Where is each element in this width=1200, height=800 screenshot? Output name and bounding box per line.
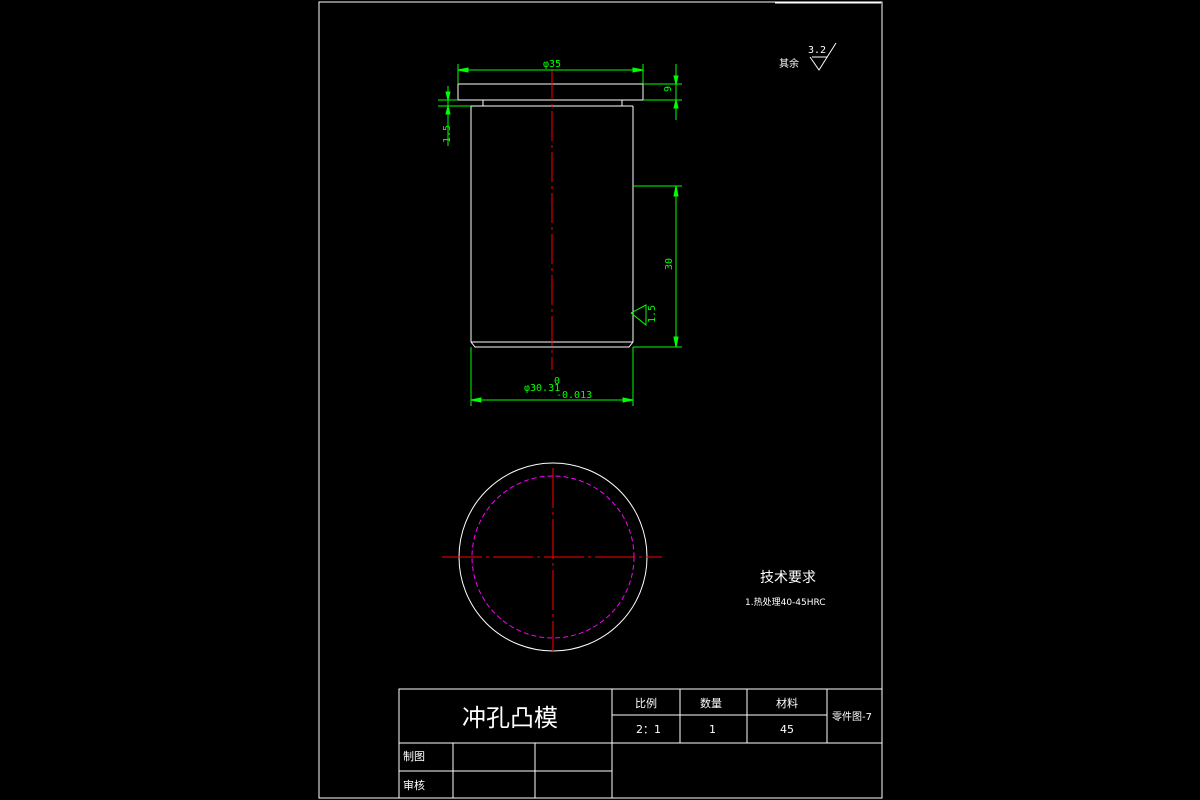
tech-req-title: 技术要求 <box>760 570 816 586</box>
scale-value: 2：1 <box>636 723 661 736</box>
dim-body-diameter: φ30.31 <box>524 383 560 394</box>
scale-label: 比例 <box>635 696 657 710</box>
dimension-texts: φ35 9 1.5 30 1.5 φ30.31 0 -0.013 <box>442 59 675 401</box>
drawing-number: 零件图-7 <box>832 711 872 723</box>
tech-req-item-1: 1.热处理40-45HRC <box>745 596 826 608</box>
front-dimensions <box>438 64 682 406</box>
body-bottom <box>470 341 634 348</box>
title-block <box>398 688 883 799</box>
checked-by-label: 审核 <box>403 778 425 792</box>
qty-label: 数量 <box>700 697 722 710</box>
roughness-symbol: 其余 3.2 <box>779 42 837 71</box>
dim-chamfer: 1.5 <box>647 305 658 323</box>
top-view <box>442 462 662 652</box>
roughness-prefix: 其余 <box>779 57 799 70</box>
part-name: 冲孔凸模 <box>462 704 558 732</box>
dim-tol-upper: 0 <box>554 376 560 387</box>
roughness-triangle <box>809 42 837 71</box>
drawn-by-label: 制图 <box>403 750 425 763</box>
dim-step-height: 1.5 <box>442 125 453 143</box>
dim-flange-thickness: 9 <box>663 86 674 92</box>
dim-top-diameter: φ35 <box>543 59 561 70</box>
dim-tol-lower: -0.013 <box>556 390 592 401</box>
material-label: 材料 <box>776 696 798 710</box>
technical-requirements: 技术要求 1.热处理40-45HRC <box>745 570 826 608</box>
title-block-text: 冲孔凸模 比例 数量 材料 2：1 1 45 零件图-7 制图 审核 <box>403 696 872 792</box>
roughness-value: 3.2 <box>808 45 826 56</box>
qty-value: 1 <box>709 723 716 736</box>
dim-body-length: 30 <box>664 258 675 270</box>
flange-outline <box>457 83 644 101</box>
material-value: 45 <box>780 723 794 736</box>
front-view <box>457 83 644 348</box>
